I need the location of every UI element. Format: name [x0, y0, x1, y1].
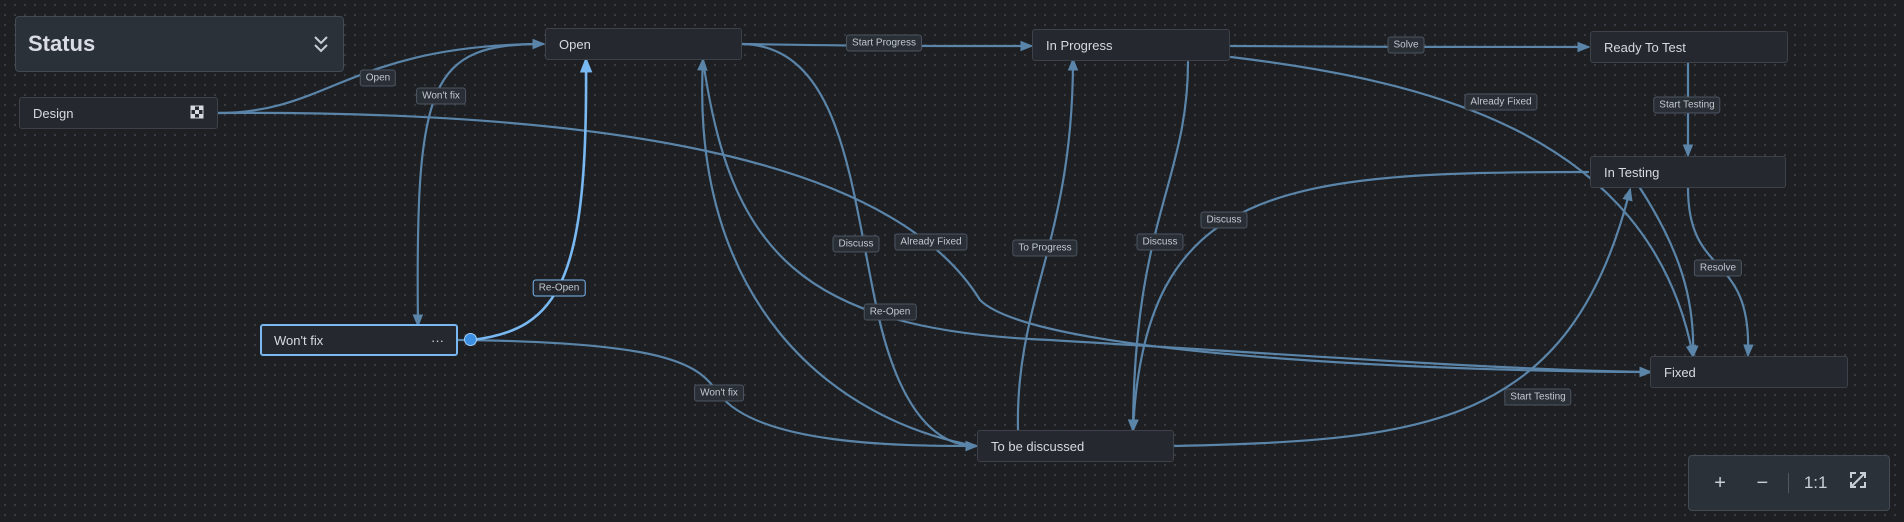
edge-open-to-be-discussed[interactable]	[740, 42, 979, 452]
node-fixed-label: Fixed	[1664, 364, 1696, 380]
zoom-controls: + − 1:1	[1688, 455, 1890, 511]
transition-label-wont-fix-2[interactable]: Won't fix	[694, 384, 744, 402]
transition-label-wont-fix[interactable]: Won't fix	[416, 87, 466, 105]
transition-label-discuss-2[interactable]: Discuss	[1136, 233, 1184, 251]
edge-in-testing-to-be-discussed[interactable]	[1128, 170, 1590, 433]
node-open-label: Open	[559, 36, 591, 52]
transition-label-discuss-3[interactable]: Discuss	[1200, 211, 1248, 229]
edge-to-be-discussed-in-progress[interactable]	[1016, 57, 1079, 432]
panel-title: Status	[28, 31, 96, 56]
node-in-progress-label: In Progress	[1046, 37, 1113, 53]
transition-label-solve[interactable]: Solve	[1387, 36, 1425, 54]
edge-in-testing-fixed[interactable]	[1638, 186, 1699, 359]
transition-label-re-open-2[interactable]: Re-Open	[863, 303, 917, 321]
status-panel[interactable]: Status	[15, 16, 344, 72]
edge-to-be-discussed-open[interactable]	[697, 57, 978, 448]
collapse-chevron-icon[interactable]	[311, 33, 331, 55]
fit-view-icon[interactable]	[1842, 470, 1874, 496]
zoom-out-button[interactable]: −	[1756, 471, 1769, 494]
edge-wont-fix-open-selected[interactable]	[469, 56, 593, 342]
transition-label-open[interactable]: Open	[359, 69, 397, 87]
zoom-in-button[interactable]: +	[1714, 471, 1726, 494]
transition-label-already-fixed[interactable]: Already Fixed	[1464, 93, 1538, 111]
transition-label-discuss[interactable]: Discuss	[832, 235, 880, 253]
node-in-testing[interactable]: In Testing	[1590, 156, 1786, 188]
node-ready-to-test-label: Ready To Test	[1604, 39, 1686, 55]
node-in-progress[interactable]: In Progress	[1032, 29, 1230, 61]
node-wont-fix-label: Won't fix	[274, 332, 324, 348]
edge-in-progress-fixed[interactable]	[1229, 55, 1697, 359]
edge-in-progress-to-be-discussed[interactable]	[1127, 60, 1190, 433]
zoom-divider	[1788, 473, 1790, 493]
node-ready-to-test[interactable]: Ready To Test	[1590, 31, 1788, 63]
node-design-label: Design	[33, 105, 74, 121]
transition-label-already-fixed-2[interactable]: Already Fixed	[894, 233, 968, 251]
zoom-reset-button[interactable]: 1:1	[1803, 473, 1828, 492]
transition-label-re-open-selected[interactable]: Re-Open	[532, 279, 586, 297]
transition-label-start-progress[interactable]: Start Progress	[846, 34, 922, 52]
transition-label-to-progress[interactable]: To Progress	[1012, 239, 1078, 257]
node-to-be-discussed-label: To be discussed	[991, 438, 1085, 454]
node-to-be-discussed[interactable]: To be discussed	[977, 430, 1174, 462]
node-fixed[interactable]: Fixed	[1650, 356, 1848, 388]
edge-design-fixed[interactable]	[216, 111, 1653, 378]
node-in-testing-label: In Testing	[1604, 164, 1660, 180]
node-open[interactable]: Open	[545, 28, 742, 60]
transition-label-start-testing-2[interactable]: Start Testing	[1504, 388, 1572, 406]
transition-label-resolve[interactable]: Resolve	[1693, 259, 1743, 277]
node-wont-fix[interactable]: Won't fix ···	[260, 324, 458, 356]
more-options-icon[interactable]: ···	[431, 332, 444, 348]
node-design[interactable]: Design	[19, 97, 218, 129]
edge-to-be-discussed-in-testing[interactable]	[1173, 187, 1633, 448]
checkered-flag-icon	[190, 105, 204, 122]
edge-open-fixed[interactable]	[701, 58, 1653, 378]
edge-design-open[interactable]	[216, 38, 546, 115]
edge-open-wont-fix[interactable]	[412, 42, 545, 328]
connection-handle[interactable]	[464, 333, 477, 346]
transition-label-start-testing[interactable]: Start Testing	[1653, 96, 1721, 114]
